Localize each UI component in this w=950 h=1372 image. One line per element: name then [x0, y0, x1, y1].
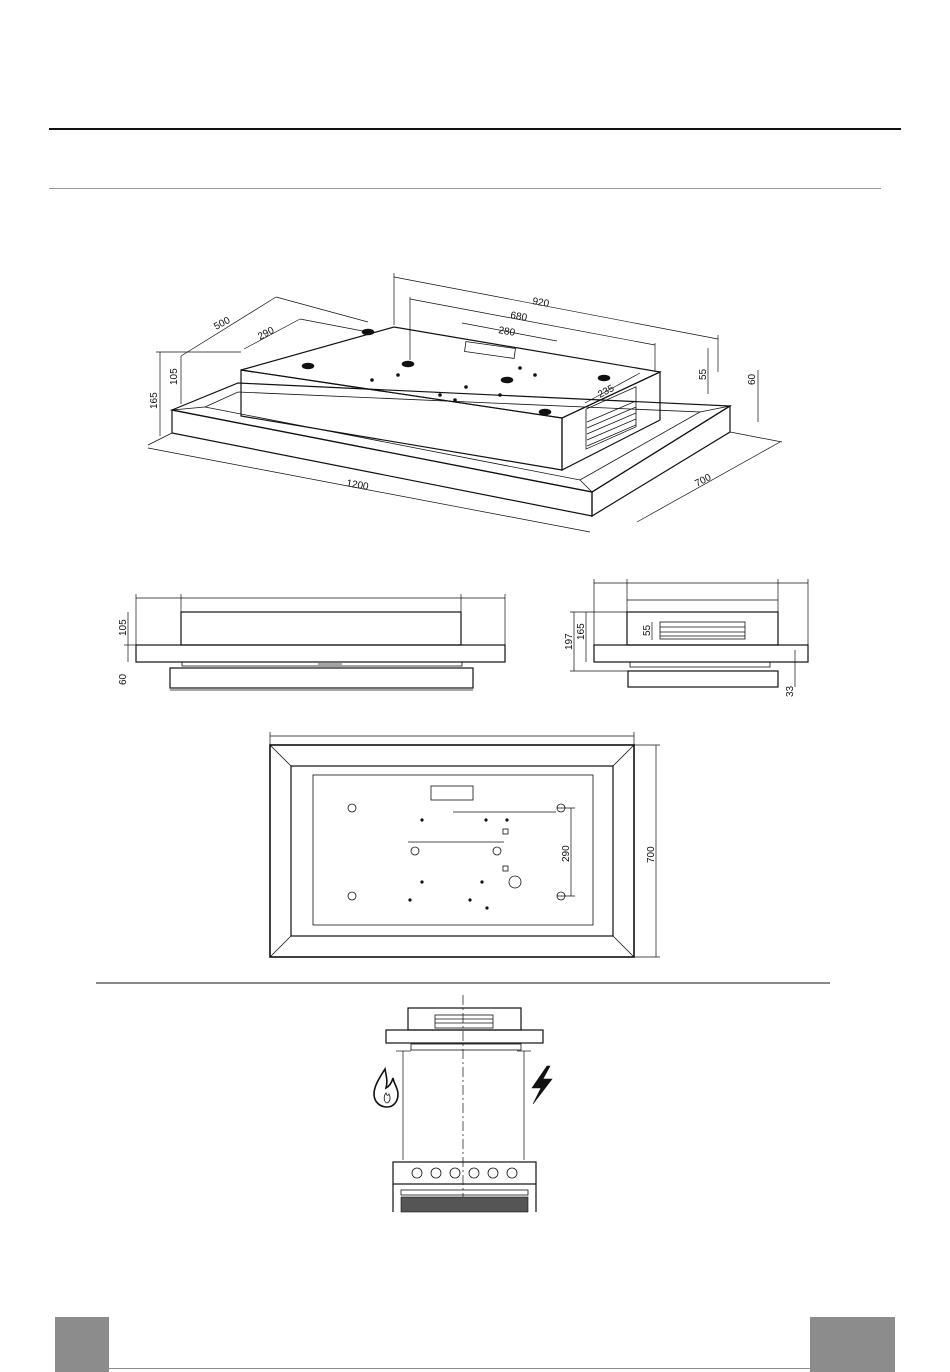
side-vent-grille	[660, 622, 745, 639]
dim-500: 500	[212, 315, 232, 333]
iso-view: 920 680 280 500 290 105 165	[148, 273, 782, 532]
dim-1200: 1200	[345, 478, 369, 493]
dim-290-top: 290	[561, 845, 572, 862]
footer-rule	[109, 1368, 810, 1369]
dim-235: 235	[596, 383, 616, 401]
dim-197: 197	[564, 633, 575, 650]
dim-105-front: 105	[118, 619, 129, 636]
install-view	[374, 995, 552, 1212]
side-view: 197 165 55 33	[564, 579, 808, 697]
install-vent	[435, 1015, 493, 1028]
footer-tab-left	[55, 1317, 109, 1372]
dim-165-iso: 165	[149, 392, 160, 409]
cooker	[393, 1162, 536, 1212]
dim-920: 920	[531, 296, 550, 310]
dim-55-iso: 55	[698, 368, 709, 380]
electric-bolt-icon	[532, 1066, 552, 1104]
top-view: 290 700	[270, 732, 660, 957]
dim-700-top: 700	[646, 846, 657, 863]
dim-280: 280	[497, 325, 516, 339]
dim-105-iso: 105	[169, 368, 180, 385]
front-view: 105 60	[118, 594, 505, 690]
gas-flame-icon	[374, 1069, 398, 1107]
top-mount-holes	[348, 804, 565, 909]
dim-290-iso: 290	[256, 325, 276, 343]
footer-tab-right	[810, 1317, 895, 1372]
dim-165-side: 165	[576, 623, 587, 640]
dim-680: 680	[509, 310, 528, 324]
dim-55-side: 55	[642, 624, 653, 636]
dim-60-front: 60	[118, 673, 129, 685]
dim-60-iso: 60	[747, 373, 758, 385]
iso-dimensions: 920 680 280 500 290 105 165	[148, 273, 782, 532]
dim-33: 33	[785, 685, 796, 697]
dim-700-iso: 700	[693, 472, 713, 490]
